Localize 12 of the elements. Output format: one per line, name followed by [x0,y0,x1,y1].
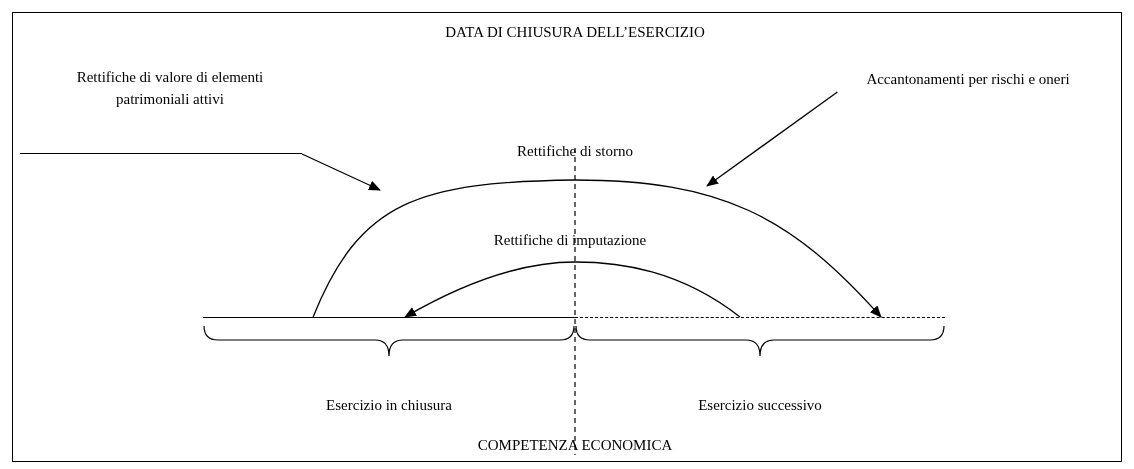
period-label: Esercizio successivo [697,396,823,415]
leader-text: Rettifiche di valore di elementi patrimoniali attivi [75,68,265,109]
date-label: DATA DI CHIUSURA DELL’ESERCIZIO [444,23,706,42]
period-label: Esercizio in chiusura [325,396,453,415]
edge-label: Rettifiche di imputazione [492,231,648,250]
leader-arrow [301,153,381,191]
leader-text: Accantonamenti per rischi e oneri [865,70,1071,89]
arrow [404,261,741,318]
edge-label: Rettifiche di storno [516,142,634,161]
arrow [312,179,882,318]
caption: COMPETENZA ECONOMICA [476,436,674,455]
leader-arrow [706,91,839,187]
